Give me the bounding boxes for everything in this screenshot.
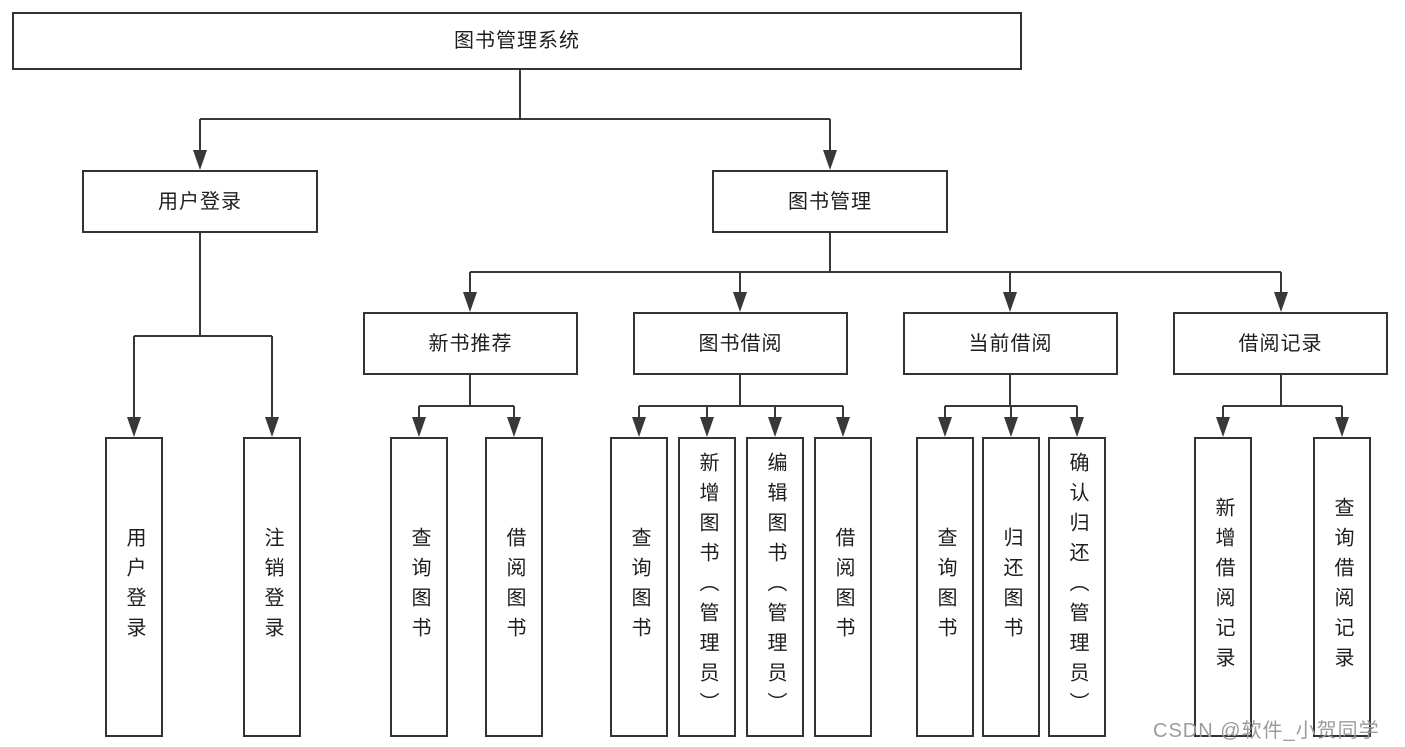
leaf-logout: 注销登录 [243,437,301,737]
node-root-system: 图书管理系统 [12,12,1022,70]
leaf-br-query-record-label: 查询借阅记录 [1331,497,1353,677]
node-user-login: 用户登录 [82,170,318,233]
leaf-bb-add-book-admin: 新增图书（管理员） [678,437,736,737]
leaf-bb-query-books-label: 查询图书 [628,527,650,647]
leaf-cb-query-books-label: 查询图书 [934,527,956,647]
leaf-logout-label: 注销登录 [261,527,283,647]
node-new-book-recommend: 新书推荐 [363,312,578,375]
arrowheads [127,150,1349,437]
node-book-borrow: 图书借阅 [633,312,848,375]
node-borrow-records: 借阅记录 [1173,312,1388,375]
leaf-bb-borrow-books: 借阅图书 [814,437,872,737]
node-book-management: 图书管理 [712,170,948,233]
leaf-user-login-label: 用户登录 [123,527,145,647]
leaf-nb-borrow-books: 借阅图书 [485,437,543,737]
leaf-br-query-record: 查询借阅记录 [1313,437,1371,737]
leaf-cb-confirm-return-admin-label: 确认归还（管理员） [1066,452,1088,722]
leaf-nb-query-books-label: 查询图书 [408,527,430,647]
leaf-bb-edit-book-admin: 编辑图书（管理员） [746,437,804,737]
connector-edges [133,70,1343,421]
leaf-bb-edit-book-admin-label: 编辑图书（管理员） [764,452,786,722]
leaf-cb-return-books-label: 归还图书 [1000,527,1022,647]
leaf-bb-add-book-admin-label: 新增图书（管理员） [696,452,718,722]
csdn-watermark: CSDN @软件_小贺同学 [1153,720,1380,742]
node-current-borrow: 当前借阅 [903,312,1118,375]
leaf-cb-query-books: 查询图书 [916,437,974,737]
leaf-cb-confirm-return-admin: 确认归还（管理员） [1048,437,1106,737]
leaf-cb-return-books: 归还图书 [982,437,1040,737]
leaf-nb-query-books: 查询图书 [390,437,448,737]
leaf-bb-query-books: 查询图书 [610,437,668,737]
leaf-br-add-record: 新增借阅记录 [1194,437,1252,737]
leaf-user-login: 用户登录 [105,437,163,737]
leaf-bb-borrow-books-label: 借阅图书 [832,527,854,647]
leaf-nb-borrow-books-label: 借阅图书 [503,527,525,647]
leaf-br-add-record-label: 新增借阅记录 [1212,497,1234,677]
